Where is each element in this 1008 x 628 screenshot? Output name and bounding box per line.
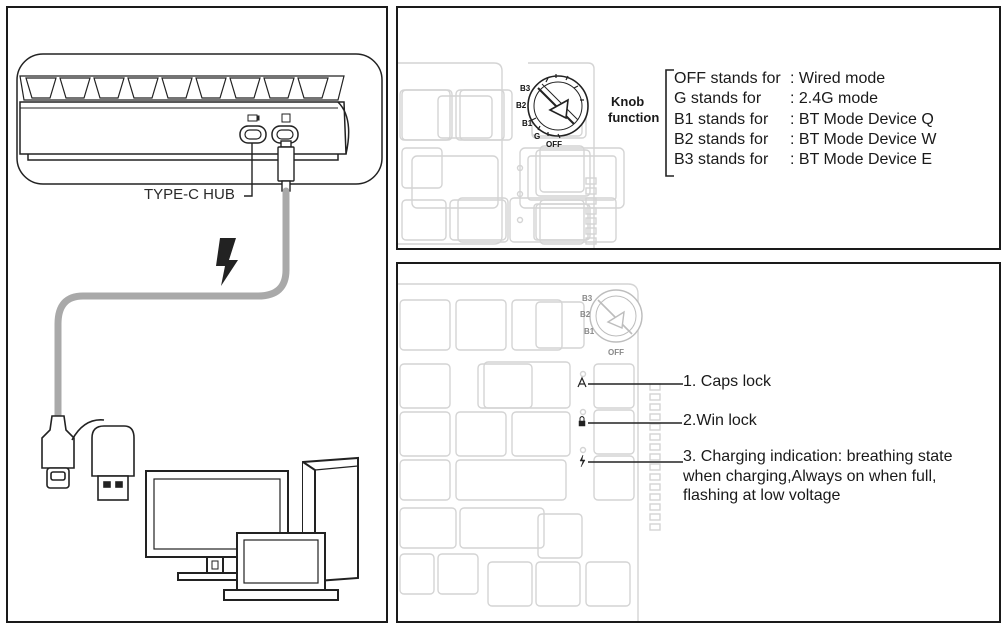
knob-position-off: OFF	[608, 348, 624, 357]
connection-illustration	[16, 53, 383, 601]
knob-position-g: G	[534, 132, 540, 141]
win-lock-label: 2.Win lock	[683, 412, 757, 429]
caps-lock-icon	[577, 376, 587, 388]
faint-keyboard-keys	[398, 283, 661, 621]
knob-position-b3: B3	[582, 294, 593, 303]
knob-position-off: OFF	[546, 140, 562, 149]
charging-line3: flashing at low voltage	[683, 487, 841, 504]
mode-row: G stands for : 2.4G mode	[674, 89, 936, 109]
mode-knob-faint	[589, 289, 643, 343]
knob-position-b2: B2	[580, 310, 591, 319]
mode-row: B2 stands for : BT Mode Device W	[674, 130, 936, 150]
knob-keyboard-illustration: B3 B2 B1 G OFF	[398, 62, 674, 248]
mode-value: : BT Mode Device E	[790, 151, 932, 169]
charging-icon	[579, 454, 586, 468]
knob-title-line1: Knob	[611, 94, 645, 109]
mode-row: OFF stands for : Wired mode	[674, 69, 936, 89]
usb-ports	[239, 125, 299, 144]
power-bolt-icon	[216, 238, 238, 286]
faint-keyboard-side	[516, 62, 597, 248]
port-icons	[247, 113, 291, 123]
mode-value: : BT Mode Device Q	[790, 110, 934, 128]
mode-row: B3 stands for : BT Mode Device E	[674, 150, 936, 170]
desktop-monitor	[145, 470, 289, 581]
knob-position-b1: B1	[584, 327, 595, 336]
faint-keyboard-keys	[398, 62, 625, 245]
usb-a-connector	[91, 425, 135, 501]
keyboard-keycaps	[19, 75, 345, 101]
knob-position-b2: B2	[516, 101, 527, 110]
knob-position-b1: B1	[522, 119, 533, 128]
charging-line1: 3. Charging indication: breathing state	[683, 448, 953, 465]
type-c-plug	[277, 140, 295, 192]
win-lock-icon	[578, 420, 586, 427]
adapter-tether	[71, 419, 105, 441]
knob-position-b3: B3	[520, 84, 531, 93]
knob-modes-list: OFF stands for : Wired mode G stands for:…	[674, 69, 936, 170]
mode-label: G stands for	[674, 90, 762, 108]
mode-row: B1 stands for : BT Mode Device Q	[674, 110, 936, 130]
caps-lock-label: 1. Caps lock	[683, 373, 772, 390]
mode-value: : BT Mode Device W	[790, 130, 937, 148]
indicator-keyboard-illustration: B3 B2 B1 OFF	[398, 283, 683, 621]
indicator-markers	[577, 376, 587, 468]
knob-title-line2: function	[608, 110, 660, 125]
mode-knob	[527, 74, 589, 139]
mode-label: B1 stands for	[674, 110, 769, 128]
mode-label: OFF stands for	[674, 70, 781, 87]
knob-function-title: Knob function	[608, 94, 659, 126]
charging-line2: when charging,Always on when full,	[683, 467, 937, 485]
charging-indication-label: 3. Charging indication: breathing state …	[683, 447, 953, 506]
connection-diagram-panel: TYPE-C HUB	[6, 6, 388, 623]
keyboard-body	[19, 101, 350, 161]
type-c-hub-label: TYPE-C HUB	[144, 186, 235, 203]
mode-label: B3 stands for	[674, 151, 769, 169]
mode-label: B2 stands for	[674, 130, 769, 148]
usb-cable	[54, 187, 290, 420]
indicator-leader-lines	[588, 383, 683, 463]
knob-function-panel: B3 B2 B1 G OFF Knob function OFF stands …	[396, 6, 1001, 250]
modes-bracket	[665, 69, 674, 177]
mode-value: : Wired mode	[790, 70, 886, 87]
indicator-lights-panel: B3 B2 B1 OFF 1. Caps lock 2.Win lock 3. …	[396, 262, 1001, 623]
laptop	[223, 532, 339, 601]
mode-value: : 2.4G mode	[790, 90, 879, 108]
hub-leader-line	[244, 143, 253, 197]
usb-c-connector	[41, 415, 75, 489]
